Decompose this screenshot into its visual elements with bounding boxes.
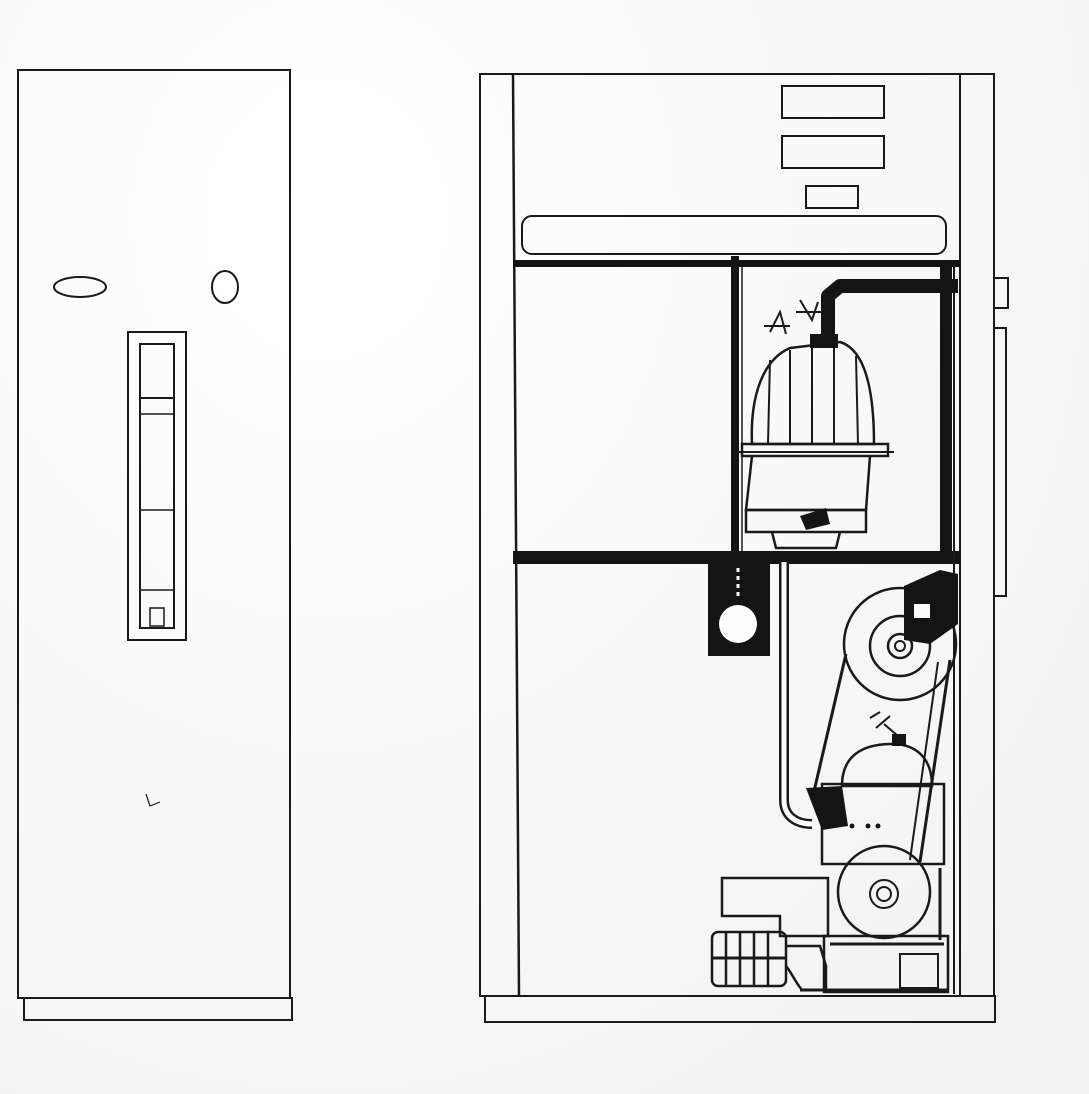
front-round-indicator bbox=[211, 270, 239, 304]
pump-base-frame bbox=[822, 934, 950, 994]
meter-flange-band bbox=[740, 442, 890, 458]
pump-pulley-hub bbox=[869, 879, 899, 909]
meter-dome bbox=[750, 340, 876, 446]
meter-lower-body bbox=[744, 455, 872, 512]
pump-bolt-1 bbox=[849, 823, 855, 829]
right-vertical-pipe bbox=[940, 264, 952, 564]
front-nozzle-holster-inner bbox=[139, 343, 175, 629]
meter-rib-5 bbox=[855, 355, 859, 445]
front-nozzle-holster-outer bbox=[127, 331, 187, 641]
pump-vent-cap bbox=[892, 734, 906, 746]
front-view-cabinet bbox=[17, 69, 293, 1021]
side-cabinet-base bbox=[484, 995, 996, 1023]
display-window-top bbox=[781, 85, 885, 119]
side-mount-panel bbox=[993, 327, 1007, 597]
pump-air-separator bbox=[840, 742, 934, 788]
motor-pulley-hub bbox=[886, 632, 914, 660]
middle-divider-bar bbox=[513, 551, 960, 564]
meter-base-ring bbox=[744, 508, 868, 534]
motor-pulley-inner bbox=[868, 614, 932, 678]
motor-housing-dark bbox=[904, 570, 958, 644]
meter-outlet-neck bbox=[770, 531, 842, 550]
front-cabinet-base bbox=[23, 997, 293, 1021]
drive-belt-left bbox=[810, 653, 848, 801]
upper-bay-partition bbox=[731, 256, 739, 556]
front-holster-latch bbox=[149, 607, 165, 627]
canopy-bar bbox=[521, 215, 947, 255]
front-oval-indicator bbox=[53, 276, 107, 298]
pump-pulley-outer bbox=[836, 844, 932, 940]
motor-pulley-assembly bbox=[842, 570, 958, 702]
inlet-valve-assembly bbox=[710, 876, 948, 992]
pump-inlet-dark bbox=[806, 786, 848, 830]
drive-belt-right-2 bbox=[909, 661, 939, 861]
pump-base-block bbox=[899, 953, 939, 989]
pump-bolt-2 bbox=[865, 823, 871, 829]
side-view-cabinet bbox=[479, 73, 1009, 1023]
front-stray-mark bbox=[145, 793, 161, 807]
meter-base-fitting bbox=[800, 508, 830, 530]
meter-valve-left bbox=[764, 309, 790, 335]
top-horizontal-pipe bbox=[821, 279, 958, 340]
meter-top-cap bbox=[810, 334, 838, 348]
front-cabinet-body bbox=[17, 69, 291, 999]
meter-to-pump-pipe-inner bbox=[781, 562, 813, 827]
filter-port bbox=[719, 605, 757, 643]
motor-pulley-axle bbox=[894, 640, 906, 652]
meter-rib-1 bbox=[767, 359, 771, 445]
pump-assembly bbox=[806, 711, 950, 994]
pump-pulley-axle bbox=[876, 886, 892, 902]
meter-unit bbox=[736, 299, 894, 550]
inlet-elbow bbox=[785, 944, 828, 992]
pump-bolt-3 bbox=[875, 823, 881, 829]
motor-pulley-outer bbox=[842, 586, 958, 702]
side-mount-knob bbox=[993, 277, 1009, 309]
display-window-small bbox=[805, 185, 859, 209]
meter-to-pump-pipe bbox=[779, 562, 813, 829]
meter-valve-right bbox=[796, 299, 822, 323]
display-window-middle bbox=[781, 135, 885, 169]
drive-belt-right bbox=[918, 659, 952, 863]
side-inner-left-wall bbox=[511, 73, 521, 997]
inlet-pipe bbox=[720, 876, 830, 938]
motor-window bbox=[914, 604, 930, 618]
pump-vent-valve bbox=[869, 711, 899, 737]
